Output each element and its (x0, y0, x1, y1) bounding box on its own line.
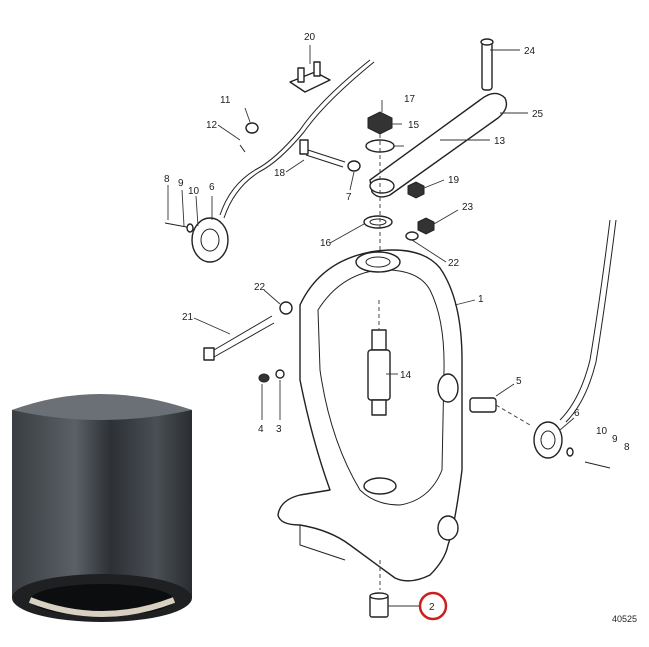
part-label-23: 23 (462, 202, 474, 213)
bushing-part (369, 560, 389, 618)
part-label-21: 21 (182, 312, 194, 323)
highlight-circle (418, 591, 448, 621)
part-label-1: 1 (478, 294, 484, 305)
part-label-25: 25 (532, 109, 544, 120)
part-label-22-left: 22 (254, 282, 266, 293)
part-label-12: 12 (206, 120, 218, 131)
part-label-8-lower: 8 (624, 442, 630, 453)
part-label-6-top: 6 (209, 182, 215, 193)
part-label-13: 13 (494, 136, 506, 147)
part-label-10-top: 10 (188, 186, 200, 197)
part-label-2: 2 (429, 602, 435, 613)
part-label-3: 3 (276, 424, 282, 435)
part-label-14: 14 (400, 370, 412, 381)
part-label-10-lower: 10 (596, 426, 608, 437)
part-label-4: 4 (258, 424, 264, 435)
figure-code: 40525 (612, 614, 637, 624)
part-label-16: 16 (320, 238, 332, 249)
part-label-8-top: 8 (164, 174, 170, 185)
swivel-bracket (277, 249, 463, 582)
part-label-18: 18 (274, 168, 286, 179)
part-label-9-top: 9 (178, 178, 184, 189)
screws-3-4 (258, 369, 285, 383)
part-label-11: 11 (220, 95, 231, 106)
bushing-photo (12, 394, 192, 622)
part-label-19: 19 (448, 175, 460, 186)
part-label-7: 7 (346, 192, 352, 203)
leader-lines (167, 45, 575, 607)
bolt-18 (299, 139, 361, 172)
steering-arm (369, 38, 508, 198)
part-label-5: 5 (516, 376, 522, 387)
trim-sender-top (164, 59, 375, 263)
part-label-9-lower: 9 (612, 434, 618, 445)
part-label-24: 24 (524, 46, 536, 57)
part-label-15: 15 (408, 120, 420, 131)
part-label-6-lower: 6 (574, 408, 580, 419)
part-label-20: 20 (304, 32, 316, 43)
part-label-22-right: 22 (448, 258, 460, 269)
pivot-shaft (367, 300, 391, 416)
part-label-17: 17 (404, 94, 416, 105)
top-hardware (363, 111, 435, 250)
bolt-21 (203, 301, 293, 361)
trim-sender-lower (469, 219, 617, 469)
part-labels: 20 24 11 17 12 15 25 13 18 8 9 10 6 7 19… (164, 32, 637, 624)
